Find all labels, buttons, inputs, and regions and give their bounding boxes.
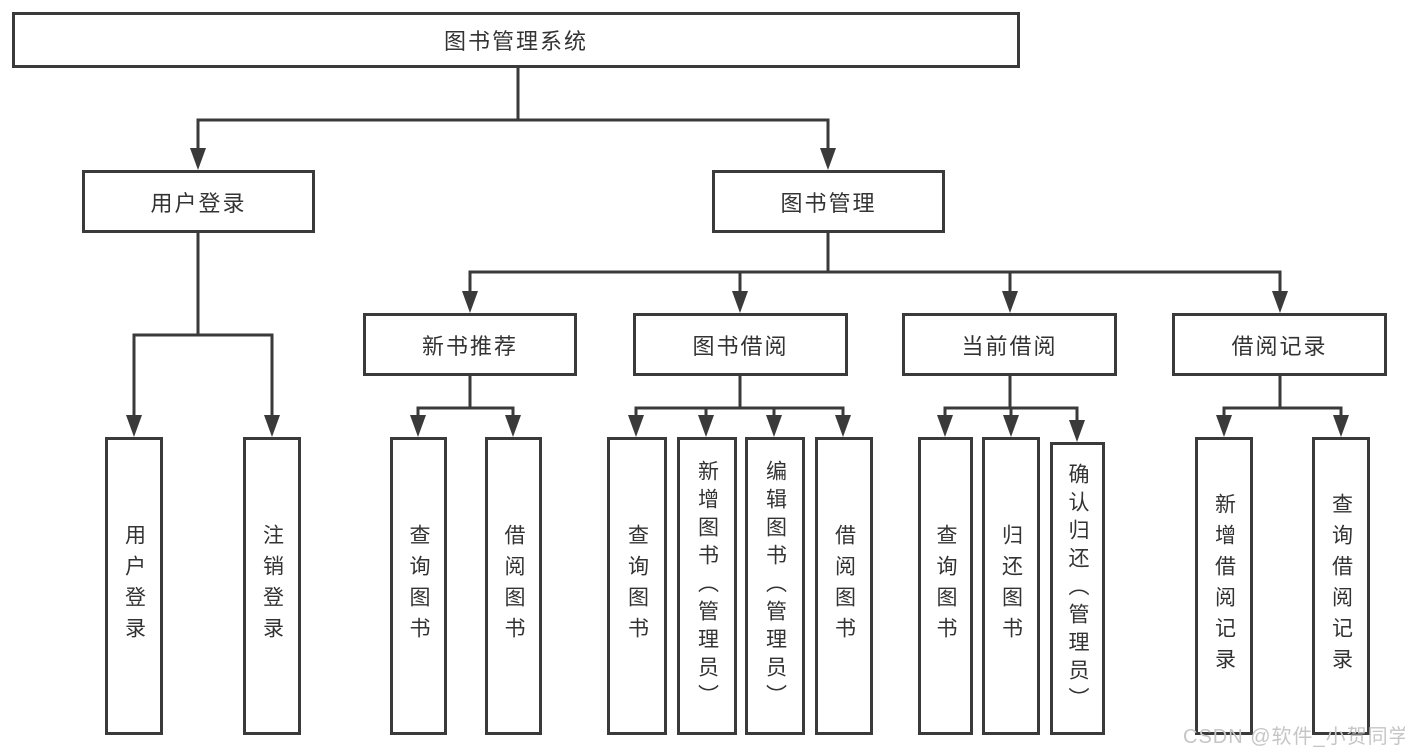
node-borrowing-records: 借阅记录 — [1172, 313, 1387, 376]
leaf-query-books-recommend: 查询图书 — [390, 437, 447, 735]
leaf-confirm-return-admin: 确认归还（管理员） — [1050, 442, 1105, 735]
node-new-book-recommend: 新书推荐 — [363, 313, 577, 376]
leaf-label: 归还图书 — [999, 524, 1023, 648]
leaf-label: 查询借阅记录 — [1329, 493, 1353, 679]
leaf-borrow-books-recommend: 借阅图书 — [485, 437, 542, 735]
leaf-label: 查询图书 — [407, 524, 430, 648]
leaf-add-borrow-record: 新增借阅记录 — [1195, 437, 1253, 735]
leaf-label: 确认归还（管理员） — [1066, 462, 1089, 715]
node-book-management: 图书管理 — [712, 170, 945, 233]
leaf-borrow-books-borrowing: 借阅图书 — [815, 437, 873, 735]
leaf-label: 用户登录 — [122, 524, 146, 648]
leaf-label: 编辑图书（管理员） — [763, 460, 787, 712]
node-book-management-system: 图书管理系统 — [12, 12, 1020, 68]
node-label: 借阅记录 — [1231, 333, 1328, 359]
leaf-return-books: 归还图书 — [982, 437, 1040, 735]
node-label: 当前借阅 — [961, 333, 1058, 359]
leaf-query-books-current: 查询图书 — [918, 437, 973, 735]
leaf-logout: 注销登录 — [243, 437, 301, 735]
node-user-login-group: 用户登录 — [82, 170, 315, 233]
leaf-label: 查询图书 — [625, 524, 649, 648]
node-label: 用户登录 — [150, 190, 247, 216]
leaf-add-books-admin: 新增图书（管理员） — [677, 437, 737, 735]
leaf-label: 查询图书 — [934, 524, 957, 648]
leaf-label: 新增图书（管理员） — [695, 460, 719, 712]
node-book-borrowing: 图书借阅 — [633, 313, 848, 376]
node-label: 图书管理 — [780, 190, 877, 216]
leaf-query-books-borrowing: 查询图书 — [607, 437, 667, 735]
leaf-user-login: 用户登录 — [105, 437, 163, 735]
node-current-borrowing: 当前借阅 — [902, 313, 1117, 376]
leaf-edit-books-admin: 编辑图书（管理员） — [745, 437, 805, 735]
node-label: 新书推荐 — [421, 333, 518, 359]
leaf-label: 注销登录 — [260, 524, 284, 648]
leaf-label: 借阅图书 — [502, 524, 525, 648]
leaf-label: 新增借阅记录 — [1212, 493, 1236, 679]
node-label: 图书管理系统 — [443, 29, 588, 54]
watermark: CSDN @软件_小贺同学 — [1183, 726, 1405, 747]
leaf-label: 借阅图书 — [832, 524, 856, 648]
leaf-query-borrow-record: 查询借阅记录 — [1312, 437, 1370, 735]
node-label: 图书借阅 — [692, 333, 789, 359]
